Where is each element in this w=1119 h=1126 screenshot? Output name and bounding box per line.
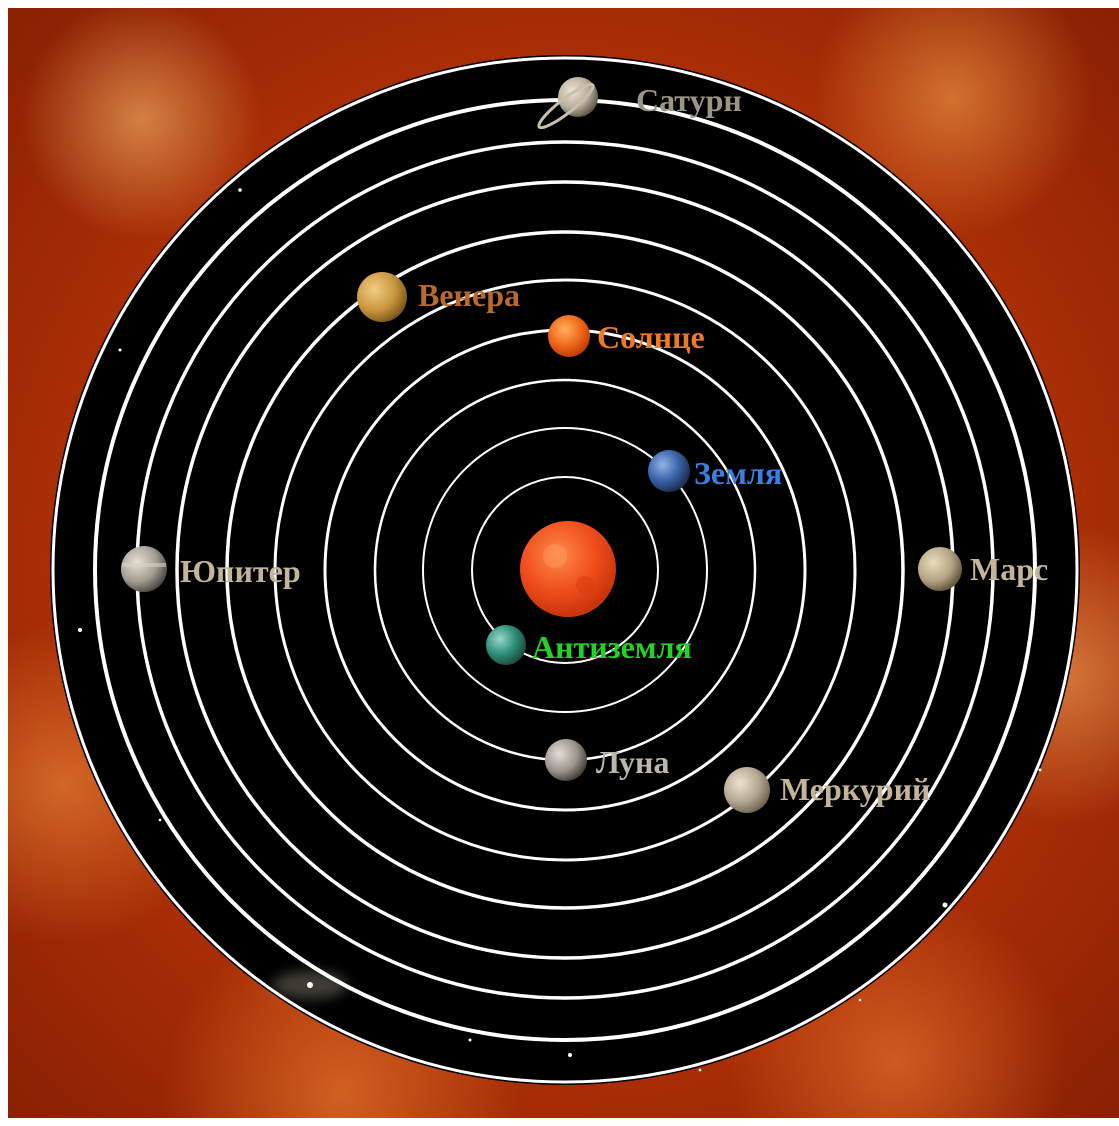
saturn-icon xyxy=(537,77,598,130)
mercury-icon xyxy=(724,767,770,813)
mars-icon xyxy=(918,547,962,591)
orbit-antiearth xyxy=(471,476,659,664)
orbit-sun xyxy=(225,230,905,910)
sun-icon xyxy=(548,315,590,357)
label-jupiter: Юпитер xyxy=(180,553,301,589)
earth-icon xyxy=(648,450,690,492)
label-mars: Марс xyxy=(970,551,1048,587)
central-fire-icon xyxy=(520,521,616,617)
antiearth-icon xyxy=(486,625,526,665)
orbit-venus xyxy=(273,278,857,862)
venus-icon xyxy=(357,272,407,322)
label-saturn: Сатурн xyxy=(636,82,742,118)
label-earth: Земля xyxy=(694,455,782,491)
moon-icon xyxy=(545,739,587,781)
label-moon: Луна xyxy=(596,744,669,780)
label-venus: Венера xyxy=(418,277,520,313)
orbit-earth xyxy=(422,427,708,713)
label-antiearth: Антиземля xyxy=(532,629,692,665)
label-mercury: Меркурий xyxy=(780,771,930,807)
jupiter-icon xyxy=(121,546,167,592)
label-sun: Солнце xyxy=(597,319,705,355)
outer-rim xyxy=(51,56,1079,1084)
